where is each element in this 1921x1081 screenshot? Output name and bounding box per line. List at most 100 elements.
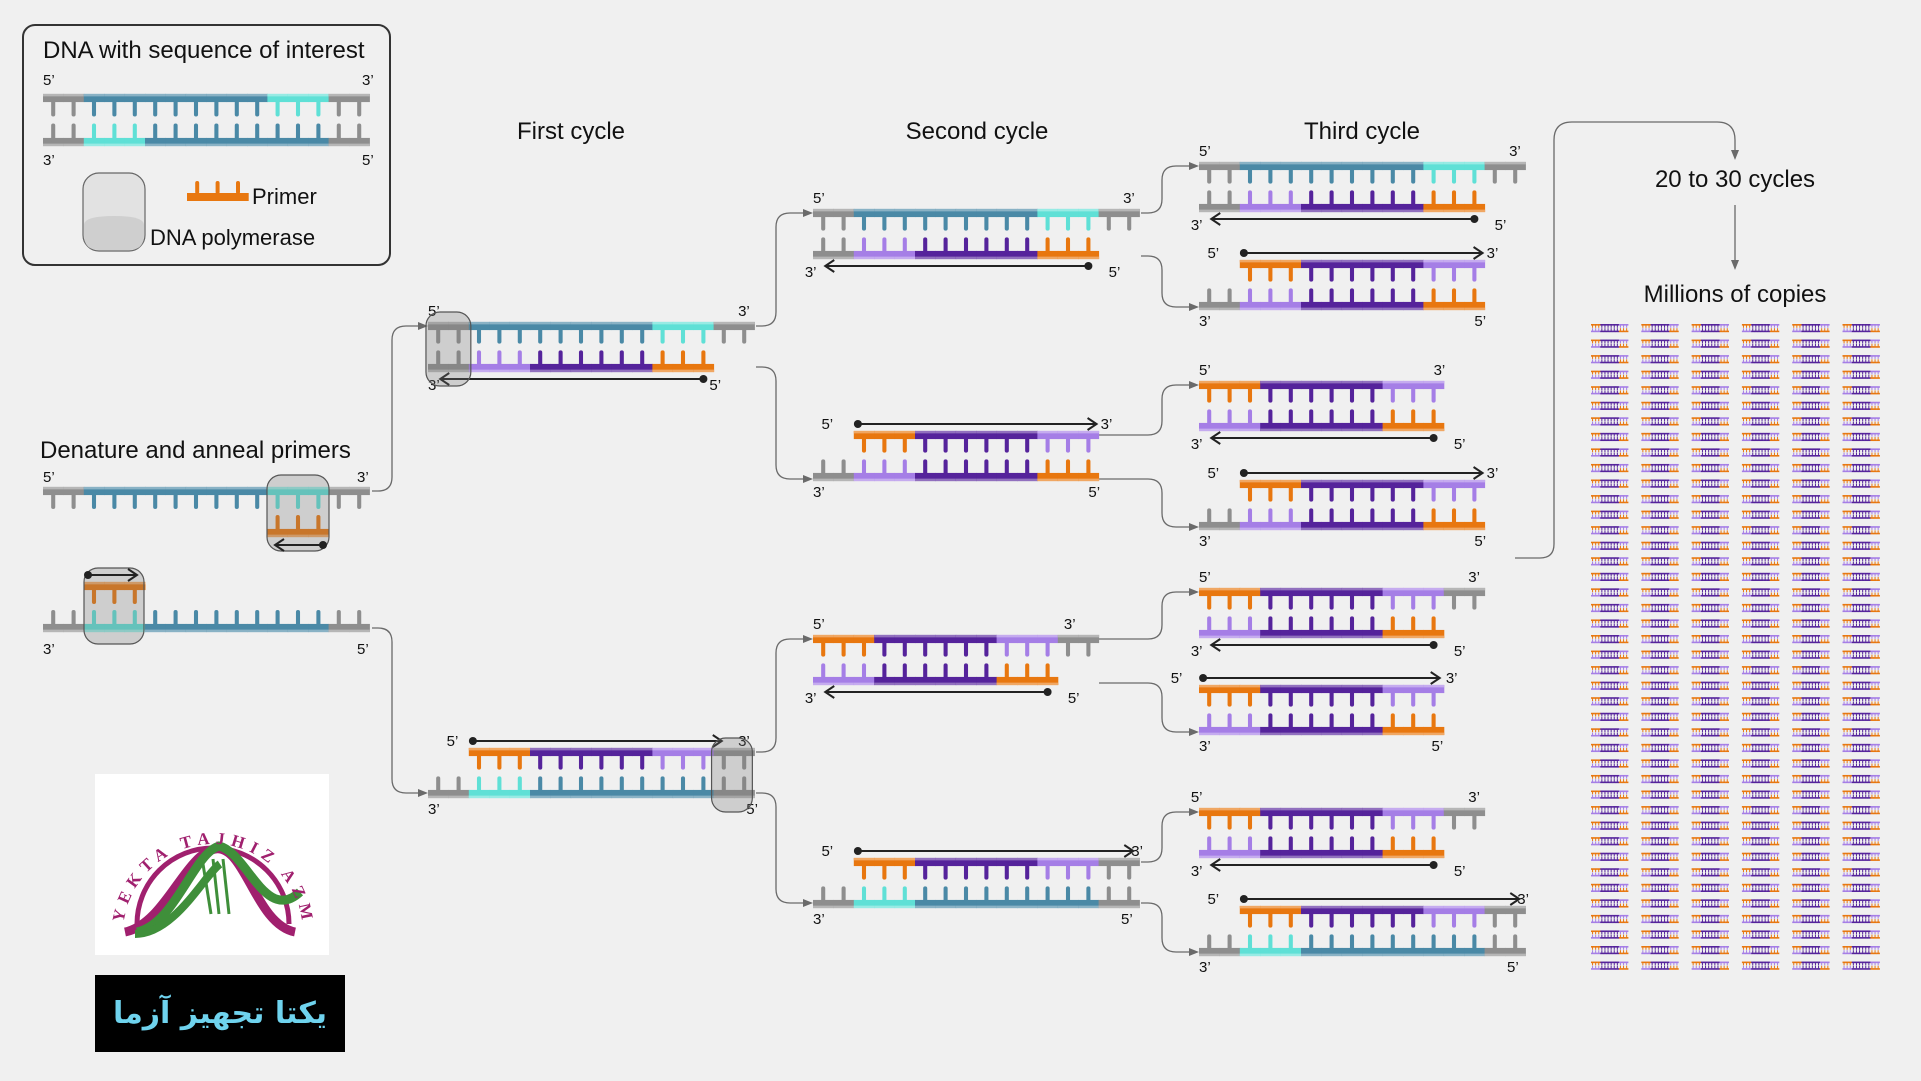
dna-copy <box>1842 650 1880 659</box>
dna-copy <box>1691 603 1729 613</box>
dna-copy <box>1641 557 1679 566</box>
duplex-third-7: 5’3’3’5’ <box>1191 789 1486 880</box>
top-strand <box>853 430 1100 453</box>
dna-copy <box>1591 572 1629 581</box>
dna-copy <box>1591 355 1629 364</box>
dna-copy <box>1741 961 1780 970</box>
end-5-prime: 5’ <box>1171 670 1183 687</box>
dna-copy <box>1792 821 1830 830</box>
end-3-prime: 3’ <box>1191 436 1203 453</box>
dna-copy <box>1741 541 1780 550</box>
company-logo: YEKTA TAJHIZ AZMA <box>86 759 329 955</box>
dna-copy <box>1842 868 1880 877</box>
end-3-prime: 3’ <box>1446 670 1458 687</box>
extension-arrow <box>273 538 327 552</box>
dna-copy <box>1691 339 1729 348</box>
dna-copy <box>1741 526 1780 535</box>
dna-copy <box>1741 572 1780 581</box>
top-strand <box>1199 161 1526 184</box>
dna-copy <box>1591 743 1629 753</box>
dna-copy <box>1591 541 1629 550</box>
legend-dna-duplex <box>43 93 370 147</box>
end-3-prime: 3’ <box>1064 616 1076 633</box>
dna-copy <box>1591 806 1629 815</box>
top-strand <box>468 747 755 770</box>
dna-copy <box>1641 386 1679 395</box>
end-5-prime: 5’ <box>821 416 833 433</box>
dna-copy <box>1741 666 1780 675</box>
dna-duplexes: 5’3’3’5’5’3’3’5’5’3’3’5’5’3’3’5’5’3’3’5’… <box>43 143 1529 976</box>
dna-copy <box>1842 541 1880 550</box>
legend-panel: DNA with sequence of interest 5’ 3’ 3’ 5… <box>22 24 391 266</box>
bottom-strand <box>813 663 1059 686</box>
end-3-prime: 3’ <box>1199 533 1211 550</box>
dna-copy <box>1842 883 1880 892</box>
dna-copy <box>1842 355 1880 364</box>
dna-copy <box>1792 324 1830 333</box>
dna-copy <box>1792 914 1830 924</box>
dna-copy <box>1741 743 1780 753</box>
legend-3-prime-bottom: 3’ <box>43 152 55 169</box>
end-5-prime: 5’ <box>1199 143 1211 160</box>
dna-copy <box>1792 899 1830 908</box>
extension-arrow <box>1209 431 1438 445</box>
dna-copy <box>1741 899 1780 908</box>
dna-copy <box>1741 603 1780 613</box>
dna-copy <box>1842 557 1880 566</box>
dna-copy <box>1591 728 1629 737</box>
repeat-loop-connector <box>1515 121 1739 559</box>
end-3-prime: 3’ <box>357 469 369 486</box>
dna-copy <box>1792 774 1830 784</box>
dna-copy <box>1641 821 1679 830</box>
dna-copy <box>1792 495 1830 504</box>
end-5-prime: 5’ <box>1432 738 1444 755</box>
end-3-prime: 3’ <box>1131 843 1143 860</box>
dna-copy <box>1792 603 1830 613</box>
dna-copy <box>1792 479 1830 488</box>
end-5-prime: 5’ <box>428 303 440 320</box>
end-3-prime: 3’ <box>1199 738 1211 755</box>
dna-copy <box>1741 914 1780 924</box>
dna-copy <box>1842 930 1880 939</box>
dna-copy <box>1792 572 1830 581</box>
dna-copy <box>1842 697 1880 706</box>
dna-copy <box>1842 728 1880 737</box>
duplex-second-3: 5’3’3’5’ <box>805 616 1100 707</box>
dna-copy <box>1691 324 1729 333</box>
primer-icon <box>187 181 249 201</box>
dna-copy <box>1591 432 1629 442</box>
dna-copy <box>1792 790 1830 799</box>
dna-copy <box>1741 479 1780 488</box>
dna-copy <box>1691 557 1729 566</box>
dna-copy <box>1842 961 1880 970</box>
bottom-strand <box>1199 508 1486 531</box>
legend-5-prime-bottom: 5’ <box>362 152 374 169</box>
dna-copy <box>1591 790 1629 799</box>
dna-copy <box>1842 635 1880 644</box>
dna-copy <box>1792 401 1830 410</box>
dna-copy <box>1691 650 1729 659</box>
end-5-prime: 5’ <box>1454 643 1466 660</box>
duplex-third-1: 5’3’3’5’ <box>1191 143 1526 234</box>
dna-copy <box>1792 681 1830 690</box>
dna-copy <box>1691 510 1729 519</box>
dna-copy <box>1741 790 1780 799</box>
dna-copy <box>1691 868 1729 877</box>
flow-connector <box>1099 478 1199 531</box>
end-3-prime: 3’ <box>738 303 750 320</box>
dna-copy <box>1792 666 1830 675</box>
extension-arrow <box>1239 892 1522 906</box>
dna-copy <box>1741 883 1780 892</box>
duplex-third-6: 5’ 3’ 3’ 5’ <box>1171 670 1458 755</box>
dna-copy <box>1741 463 1780 473</box>
flow-connector <box>1141 808 1199 863</box>
flow-connector <box>756 635 813 753</box>
end-3-prime: 3’ <box>1191 217 1203 234</box>
dna-copy <box>1842 837 1880 846</box>
dna-copy <box>1591 666 1629 675</box>
legend-3-prime-top: 3’ <box>362 72 374 89</box>
extension-arrow <box>1209 858 1438 872</box>
dna-copy <box>1792 417 1830 426</box>
brand-text: یکتا تجهیز آزما <box>112 996 328 1031</box>
dna-copy <box>1792 946 1830 955</box>
